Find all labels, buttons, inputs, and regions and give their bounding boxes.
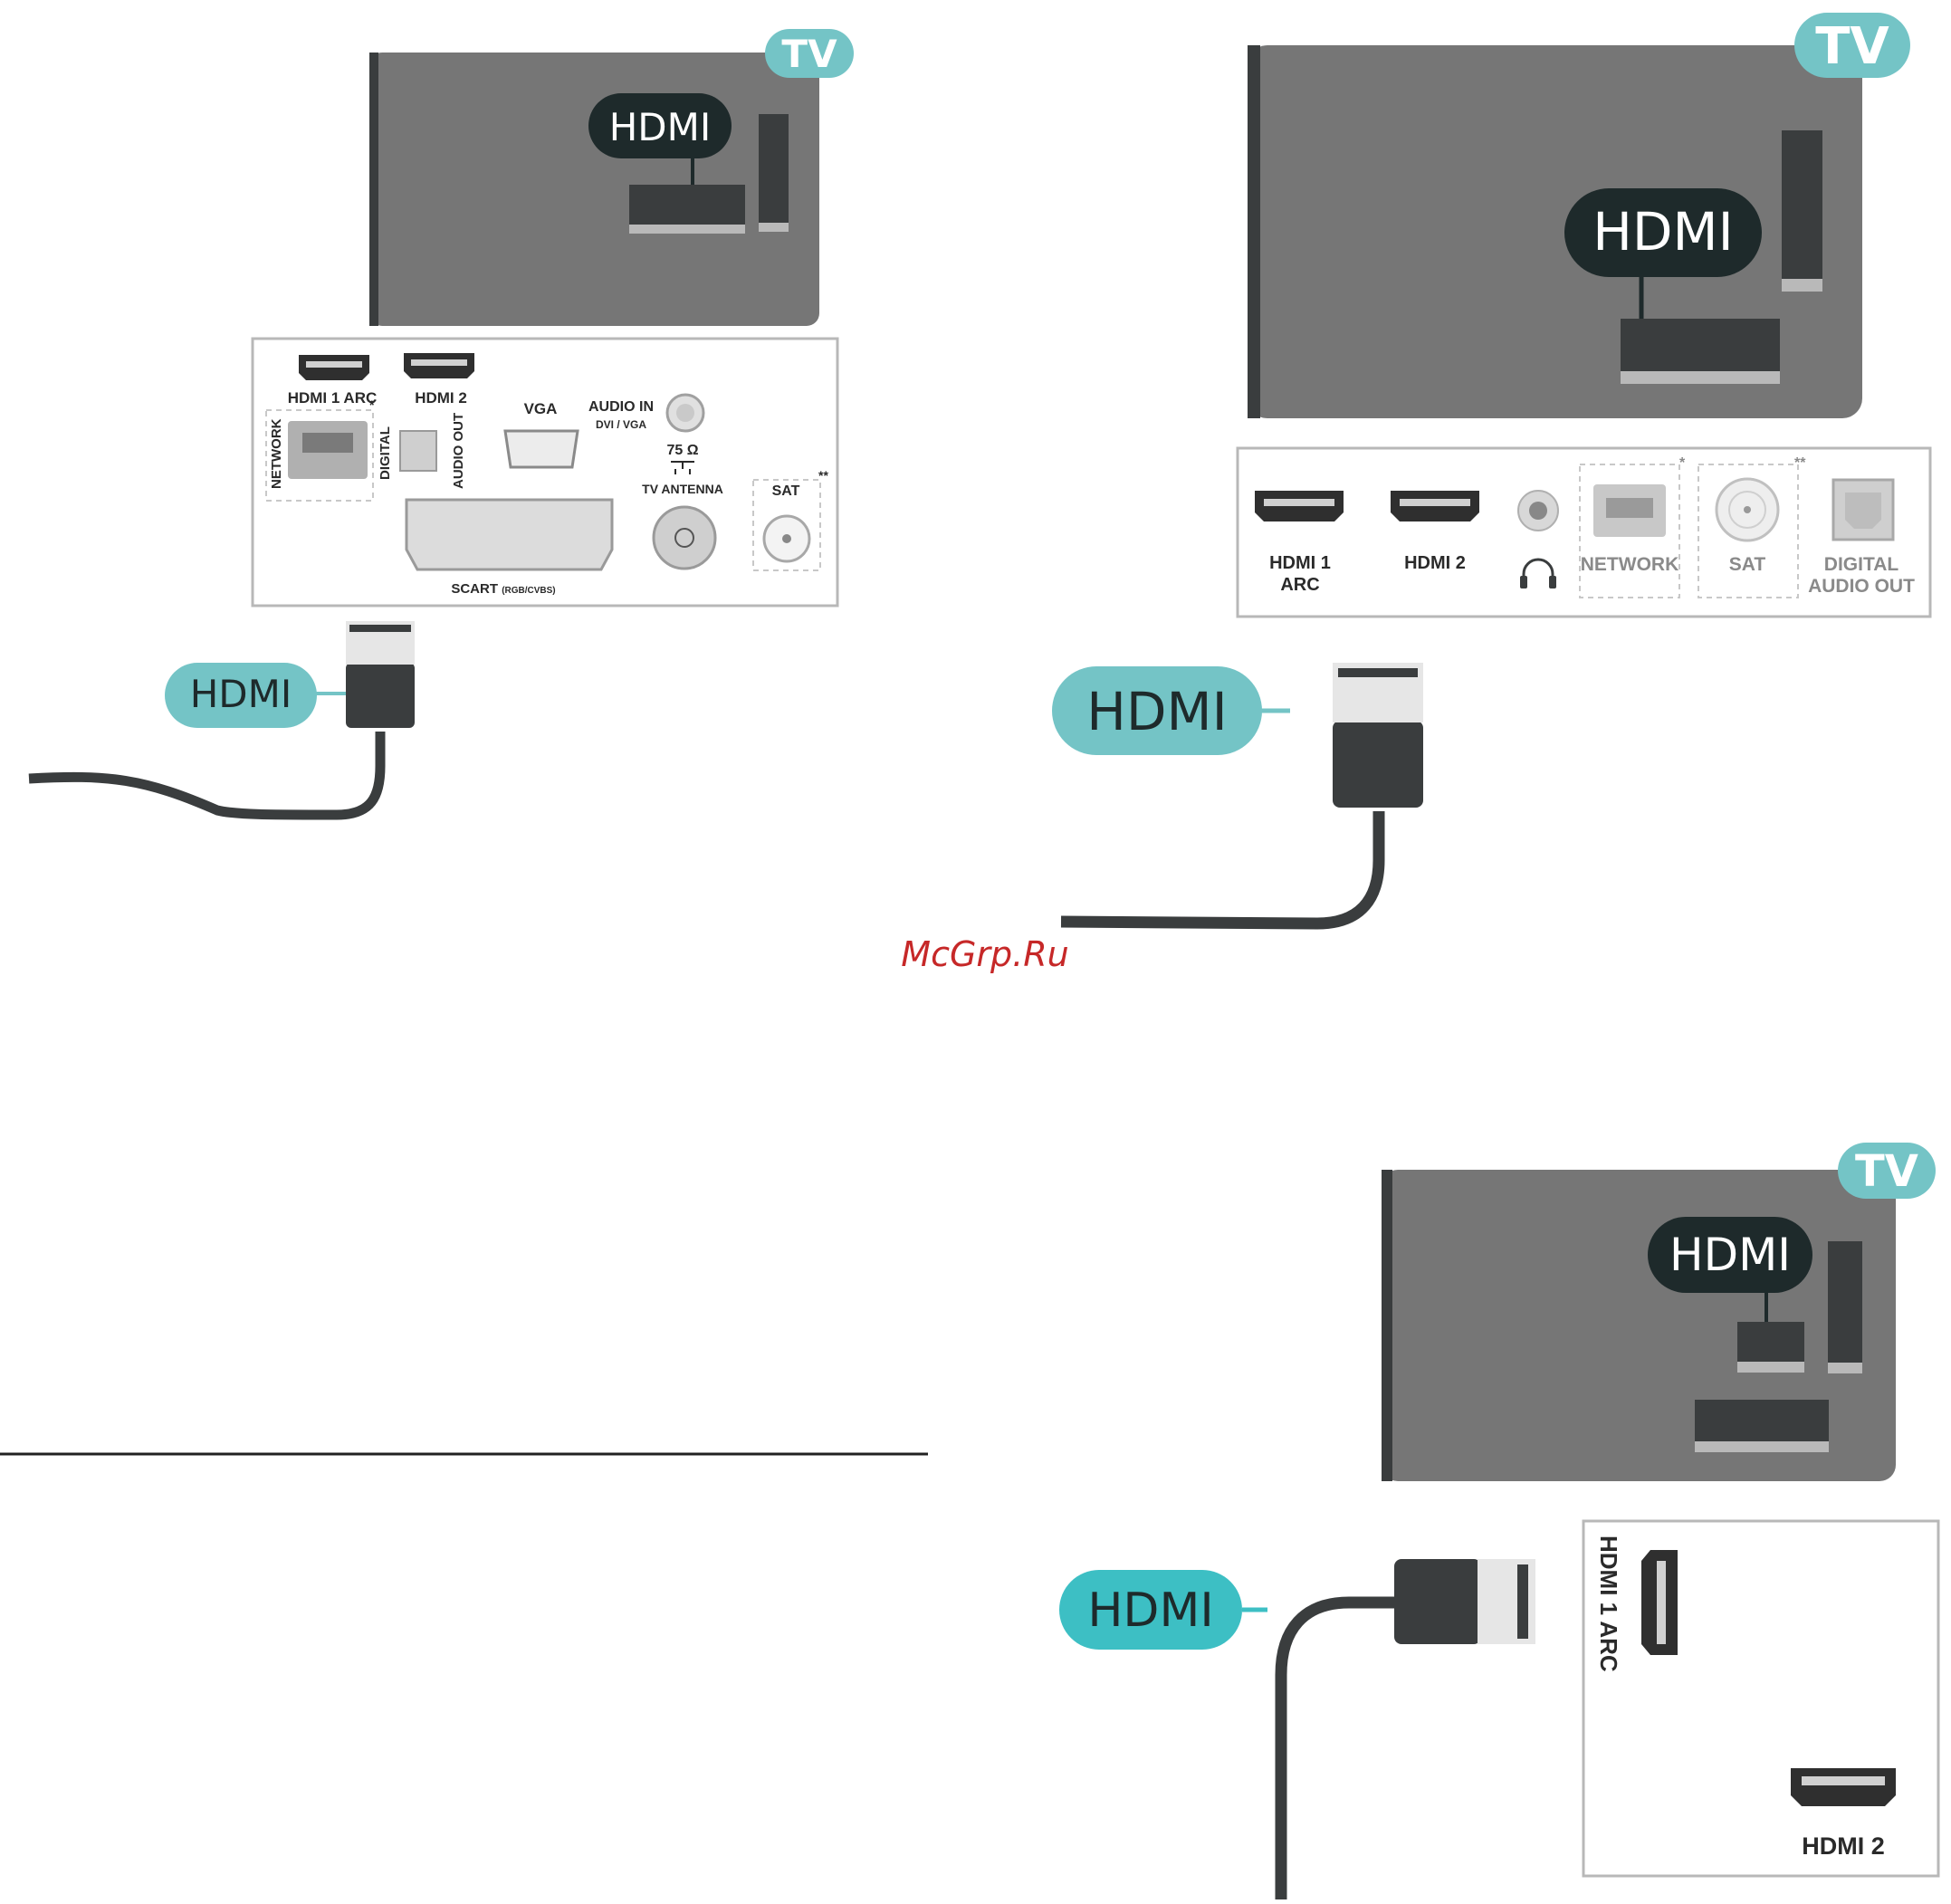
svg-text:*: * — [1679, 455, 1686, 471]
tv-hdmi-port-3a — [1737, 1322, 1804, 1363]
panel1-digital-label: DIGITAL — [378, 426, 393, 480]
tv-hdmi-port-1 — [629, 185, 745, 226]
watermark: McGrp.Ru — [901, 934, 1068, 974]
panel1-hdmi1-label: HDMI 1 ARC — [288, 389, 378, 407]
panel1-ohm-label: 75 Ω — [666, 443, 698, 458]
diagram-1: HDMI TV HDMI 1 ARC HDMI 2 NETWORK * DIGI… — [29, 29, 854, 815]
tv-badge-text-1: TV — [781, 32, 837, 76]
panel1-scart-port — [406, 500, 612, 569]
cable-line-1 — [29, 732, 380, 815]
panel2-sat-label: SAT — [1729, 554, 1766, 575]
diagram-3: HDMI TV HDMI 1 ARC HDMI 2 HDMI — [1059, 1143, 1938, 1899]
tv-2: HDMI TV — [1248, 13, 1910, 418]
tv-badge-text-2: TV — [1815, 17, 1889, 76]
cable-3: HDMI — [1059, 1559, 1535, 1899]
cable-hdmi-label-1: HDMI — [190, 672, 292, 716]
tv-side-slot-1 — [759, 114, 789, 226]
cable-line-3 — [1281, 1603, 1394, 1899]
svg-text:**: ** — [1794, 455, 1806, 471]
cable-plug-3 — [1394, 1559, 1481, 1644]
panel1-vga-label: VGA — [524, 400, 558, 417]
cable-plug-1 — [346, 663, 415, 728]
tv-back-1 — [369, 53, 819, 326]
panel2-hdmi2-label: HDMI 2 — [1404, 553, 1466, 573]
tv-hdmi-port-3b — [1695, 1400, 1829, 1443]
tv-side-slot-2 — [1782, 130, 1822, 281]
cable-line-2 — [1061, 811, 1379, 923]
cable-2: HDMI — [1052, 663, 1423, 923]
tv-hdmi-label-2: HDMI — [1592, 201, 1733, 263]
panel2-network-label: NETWORK — [1581, 554, 1679, 575]
panel3-hdmi1-label: HDMI 1 ARC — [1595, 1536, 1622, 1672]
cable-hdmi-label-2: HDMI — [1086, 681, 1227, 742]
tv-hdmi-port-2 — [1621, 319, 1780, 373]
panel1-hdmi2-label: HDMI 2 — [415, 389, 467, 407]
panel1-audio-in-label: AUDIO IN — [588, 399, 654, 415]
panel1-audio-out-label: AUDIO OUT — [451, 413, 466, 489]
tv-side-slot-3 — [1828, 1241, 1862, 1364]
connector-panel-3: HDMI 1 ARC HDMI 2 — [1583, 1521, 1938, 1876]
svg-text:*: * — [369, 397, 375, 412]
svg-text:**: ** — [818, 468, 828, 483]
tv-3: HDMI TV — [1382, 1143, 1936, 1481]
panel1-tv-antenna-label: TV ANTENNA — [642, 482, 723, 496]
tv-badge-text-3: TV — [1855, 1146, 1918, 1197]
tv-1: HDMI TV — [369, 29, 854, 326]
panel1-audio-in-sub: DVI / VGA — [596, 418, 646, 431]
panel1-vga-port — [505, 431, 578, 467]
panel3-hdmi2-label: HDMI 2 — [1802, 1832, 1885, 1860]
panel1-sat-label: SAT — [772, 483, 800, 499]
cable-plug-2 — [1333, 721, 1423, 808]
tv-hdmi-label-1: HDMI — [609, 105, 712, 149]
connector-panel-1: HDMI 1 ARC HDMI 2 NETWORK * DIGITAL AUDI… — [253, 339, 837, 606]
panel1-antenna-jack — [654, 507, 715, 569]
panel3-hdmi2-port — [1791, 1768, 1896, 1806]
panel1-digital-port — [400, 431, 436, 471]
tv-hdmi-label-3: HDMI — [1669, 1229, 1791, 1281]
cable-hdmi-label-3: HDMI — [1087, 1583, 1213, 1638]
panel1-network-label: NETWORK — [269, 418, 284, 489]
cable-1: HDMI — [29, 621, 415, 815]
